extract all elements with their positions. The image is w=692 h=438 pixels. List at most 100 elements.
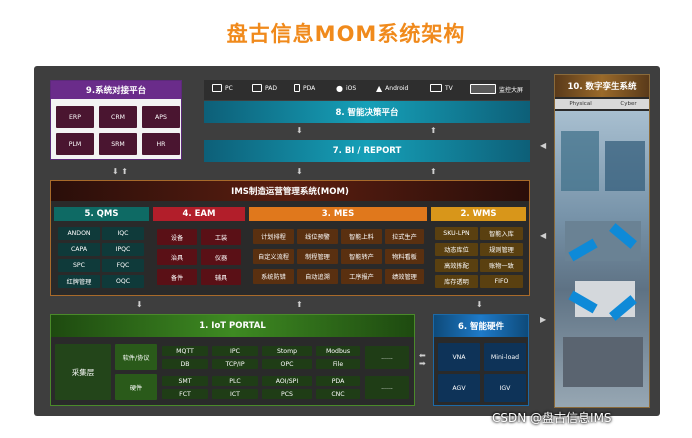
eam-title: 4. EAM (153, 207, 245, 221)
protocol-item: File (316, 359, 360, 369)
down-arrow-icon: ⬇ (296, 167, 303, 176)
up-arrow-icon: ⬆ (430, 126, 437, 135)
decision-platform: 8. 智能决策平台 (204, 101, 530, 123)
protocol-item: TCP/IP (212, 359, 258, 369)
protocol-item: Stomp (262, 346, 312, 356)
wms-title: 2. WMS (431, 207, 526, 221)
mes-item: 线位预警 (297, 229, 338, 244)
collection-layer: 采集层 (55, 344, 111, 400)
up-arrow-icon: ⬆ (296, 300, 303, 309)
hardware-item: PDA (316, 376, 360, 386)
right-arrow-icon: ▶ (540, 315, 547, 324)
hardware-item: FCT (162, 389, 208, 399)
hardware-item: ICT (212, 389, 258, 399)
wms-item: FIFO (480, 275, 523, 288)
pad-device: PAD (252, 84, 277, 92)
docking-item: PLM (56, 133, 94, 155)
mes-item: 自动追溯 (297, 269, 338, 284)
qms-title: 5. QMS (54, 207, 149, 221)
docking-title: 9.系统对接平台 (51, 81, 181, 99)
physical-label: Physical (569, 101, 592, 107)
hardware-device: Mini-load (484, 343, 526, 371)
ims-title: IMS制造运营管理系统(MOM) (51, 181, 529, 201)
mes-title: 3. MES (249, 207, 427, 221)
protocol-item: OPC (262, 359, 312, 369)
up-arrow-icon: ⬆ (430, 167, 437, 176)
qms-item: IQC (102, 227, 144, 240)
hardware-item: PLC (212, 376, 258, 386)
down-arrow-icon: ⬇ ⬆ (112, 167, 128, 176)
mes-item: 智能上料 (341, 229, 382, 244)
mes-item: 系统防错 (253, 269, 294, 284)
docking-item: SRM (99, 133, 137, 155)
docking-platform: 9.系统对接平台 ERP CRM APS PLM SRM HR (50, 80, 182, 160)
mes-item: 工序报产 (341, 269, 382, 284)
tablet-icon (252, 84, 262, 92)
protocol-item: DB (162, 359, 208, 369)
mes-item: 制程管理 (297, 249, 338, 264)
hardware-item: AOI/SPI (262, 376, 312, 386)
eam-item: 仪器 (201, 249, 241, 265)
left-arrow-icon: ◀ (540, 141, 547, 150)
bi-report-platform: 7. BI / REPORT (204, 140, 530, 162)
big-screen-device: 监控大屏 (470, 84, 523, 94)
left-arrow-icon: ◀ (540, 231, 547, 240)
hardware-device: VNA (438, 343, 480, 371)
protocol-item: Modbus (316, 346, 360, 356)
digital-twin-title: 10. 数字孪生系统 (555, 75, 649, 97)
left-right-arrow-icon: ⬅➡ (419, 351, 426, 368)
digital-twin: 10. 数字孪生系统 Physical Cyber (554, 74, 650, 408)
qms-item: FQC (102, 259, 144, 272)
protocol-item: IPC (212, 346, 258, 356)
wms-item: 高效拣配 (435, 259, 478, 272)
wms-item: 规则管理 (480, 243, 523, 256)
eam-item: 辅具 (201, 269, 241, 285)
cyber-label: Cyber (620, 101, 637, 107)
docking-item: HR (142, 133, 180, 155)
apple-icon: ● (336, 84, 343, 93)
pda-icon (294, 84, 300, 92)
eam-item: 治具 (157, 249, 197, 265)
wms-item: 动态库位 (435, 243, 478, 256)
qms-item: IPQC (102, 243, 144, 256)
software-protocol-label: 软件/协议 (115, 344, 157, 370)
mes-item: 绩效管理 (385, 269, 424, 284)
wms-item: 智能入库 (480, 227, 523, 240)
qms-item: OQC (102, 275, 144, 288)
android-icon: ▲ (376, 84, 383, 93)
watermark: CSDN @盘古信息IMS (492, 411, 612, 425)
wms-item: 库存透明 (435, 275, 478, 288)
mes-item: 拉式生产 (385, 229, 424, 244)
hardware-device: IGV (484, 374, 526, 402)
hardware-label: 硬件 (115, 374, 157, 400)
eam-item: 设备 (157, 229, 197, 245)
big-screen-icon (470, 84, 496, 94)
protocol-more: ...... (365, 346, 409, 369)
android-device: ▲Android (376, 84, 409, 93)
docking-item: CRM (99, 106, 137, 128)
pda-device: PDA (294, 84, 315, 92)
smart-hardware-title: 6. 智能硬件 (434, 315, 528, 337)
protocol-item: MQTT (162, 346, 208, 356)
down-arrow-icon: ⬇ (296, 126, 303, 135)
down-arrow-icon: ⬇ (136, 300, 143, 309)
iot-title: 1. IoT PORTAL (51, 315, 414, 337)
eam-item: 备件 (157, 269, 197, 285)
qms-item: CAPA (58, 243, 100, 256)
monitor-icon (212, 84, 222, 92)
tv-icon (430, 84, 442, 92)
ios-device: ●iOS (336, 84, 357, 93)
hardware-item: SMT (162, 376, 208, 386)
hardware-item: CNC (316, 389, 360, 399)
down-arrow-icon: ⬇ (476, 300, 483, 309)
mes-item: 物料看板 (385, 249, 424, 264)
hardware-device: AGV (438, 374, 480, 402)
hardware-item: PCS (262, 389, 312, 399)
mes-item: 自定义流程 (253, 249, 294, 264)
eam-item: 工装 (201, 229, 241, 245)
tv-device: TV (430, 84, 453, 92)
wms-item: 账物一致 (480, 259, 523, 272)
page-title: 盘古信息MOM系统架构 (226, 22, 466, 46)
qms-item: SPC (58, 259, 100, 272)
pc-device: PC (212, 84, 233, 92)
